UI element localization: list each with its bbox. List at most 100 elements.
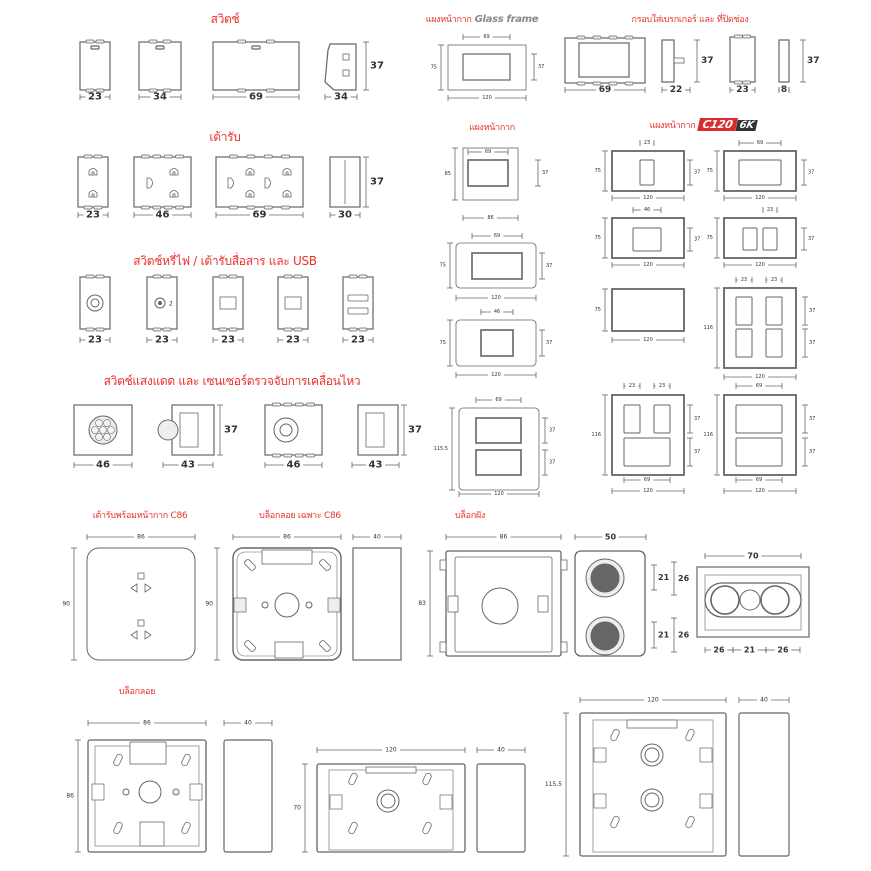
mounting-lug (592, 81, 602, 86)
mounting-lug (263, 205, 273, 210)
socket-d-icon (264, 177, 271, 189)
c120-opening (623, 404, 641, 434)
dimension-label: 34 (334, 92, 348, 103)
section-title-faceplate: แผงหน้ากาก (469, 123, 515, 133)
dimension-label: 86 (500, 534, 508, 541)
mounting-lug (175, 205, 184, 210)
knockout (590, 563, 620, 593)
c120-6k-badge: 6K (735, 120, 758, 131)
side-clip (439, 641, 447, 653)
dimension-label: 23 (88, 335, 102, 346)
dimension-label: 43 (369, 460, 383, 471)
c120-opening (639, 159, 655, 186)
mounting-lug (283, 274, 293, 279)
dimension-label: 69 (599, 85, 612, 95)
dimension-label: 75 (595, 235, 601, 241)
mounting-lug (294, 402, 304, 407)
dimension-label: 86 (137, 534, 145, 541)
socket-pin-icon (88, 168, 98, 176)
mount-tab (593, 747, 607, 763)
cable-entry-hole (481, 587, 519, 625)
c120-opening (735, 404, 783, 434)
mounting-lug (281, 154, 290, 159)
dimension-label: 69 (644, 477, 650, 483)
sensor-dome-side (157, 419, 179, 441)
dimension-label: 75 (595, 307, 601, 313)
outlet-1gang (77, 156, 109, 208)
dimension-label: 120 (385, 747, 397, 754)
mount-tab (233, 597, 247, 613)
mounting-lug (306, 402, 315, 407)
side-clip (439, 559, 447, 571)
blank-cover (729, 36, 756, 83)
dimension-label: 69 (495, 397, 501, 403)
sensor-lens-cell (95, 419, 103, 427)
mounting-lug (148, 39, 158, 44)
cable-entry-inner (644, 747, 660, 763)
dimension-label: 37 (694, 237, 700, 243)
knockout-bottom (139, 821, 165, 847)
dimension-label: 37 (694, 170, 700, 176)
dimension-label: 26 (777, 646, 789, 655)
faceplate-opening (467, 159, 509, 187)
dimension-label: 23 (771, 277, 777, 283)
mounting-lug (265, 88, 275, 93)
screw-hole (261, 601, 269, 609)
mount-tab (189, 783, 203, 801)
slot-hole (244, 640, 256, 652)
c120-opening (765, 296, 783, 326)
mounting-lug (218, 274, 228, 279)
mounting-lug (148, 88, 158, 93)
dimension-label: 69 (494, 233, 500, 239)
slot-hole (422, 772, 432, 786)
mounting-lug (93, 205, 103, 210)
mounting-lug (733, 34, 743, 39)
slot-hole (113, 821, 123, 835)
switch-led (155, 45, 165, 50)
socket-pin-icon (169, 190, 179, 198)
c120-opening (765, 328, 783, 358)
mounting-lug (265, 39, 275, 44)
dimension-label: 37 (549, 428, 555, 434)
mounting-lug (162, 327, 172, 332)
dimension-label: 116 (591, 432, 601, 438)
mounting-lug (283, 327, 293, 332)
dimmer-knob-center (90, 298, 100, 308)
c120-opening (735, 328, 753, 358)
dimension-label: 37 (808, 236, 814, 242)
outlet-2gang (133, 156, 192, 208)
knockout-top (129, 741, 167, 765)
c120-opening (735, 296, 753, 326)
socket-pin-icon (245, 190, 255, 198)
mounting-lug (281, 205, 290, 210)
dimension-label: 120 (755, 374, 765, 380)
section-title-surface-box: บล็อกลอย (118, 687, 156, 697)
slot-hole (422, 821, 432, 835)
mounting-lug (733, 80, 743, 85)
dimension-label: 21 (744, 646, 756, 655)
sensor-lens-cell (107, 426, 115, 434)
dimension-label: 46 (156, 210, 170, 221)
dimension-label: 69 (249, 92, 263, 103)
dimension-label: 50 (605, 533, 617, 542)
section-title-outlet: เต้ารับ (209, 130, 241, 144)
c120-badge: C120 (697, 118, 738, 131)
slot-hole (181, 821, 191, 835)
c120-opening (623, 437, 671, 467)
dimension-label: 23 (88, 92, 102, 103)
dimension-label: 46 (287, 460, 301, 471)
slot-hole (244, 559, 256, 571)
knockout-outer (710, 585, 740, 615)
slot-hole (348, 772, 358, 786)
dimension-label: 23 (767, 207, 773, 213)
mounting-lug (95, 327, 105, 332)
screw-hole (172, 788, 180, 796)
dimension-label: 26 (678, 631, 690, 640)
mounting-lug (294, 453, 304, 458)
c120-opening (653, 404, 671, 434)
dimension-label: 116 (703, 432, 713, 438)
mounting-lug (293, 274, 303, 279)
socket-pin-icon (130, 583, 138, 593)
mounting-lug (229, 205, 238, 210)
mounting-lug (283, 453, 293, 458)
